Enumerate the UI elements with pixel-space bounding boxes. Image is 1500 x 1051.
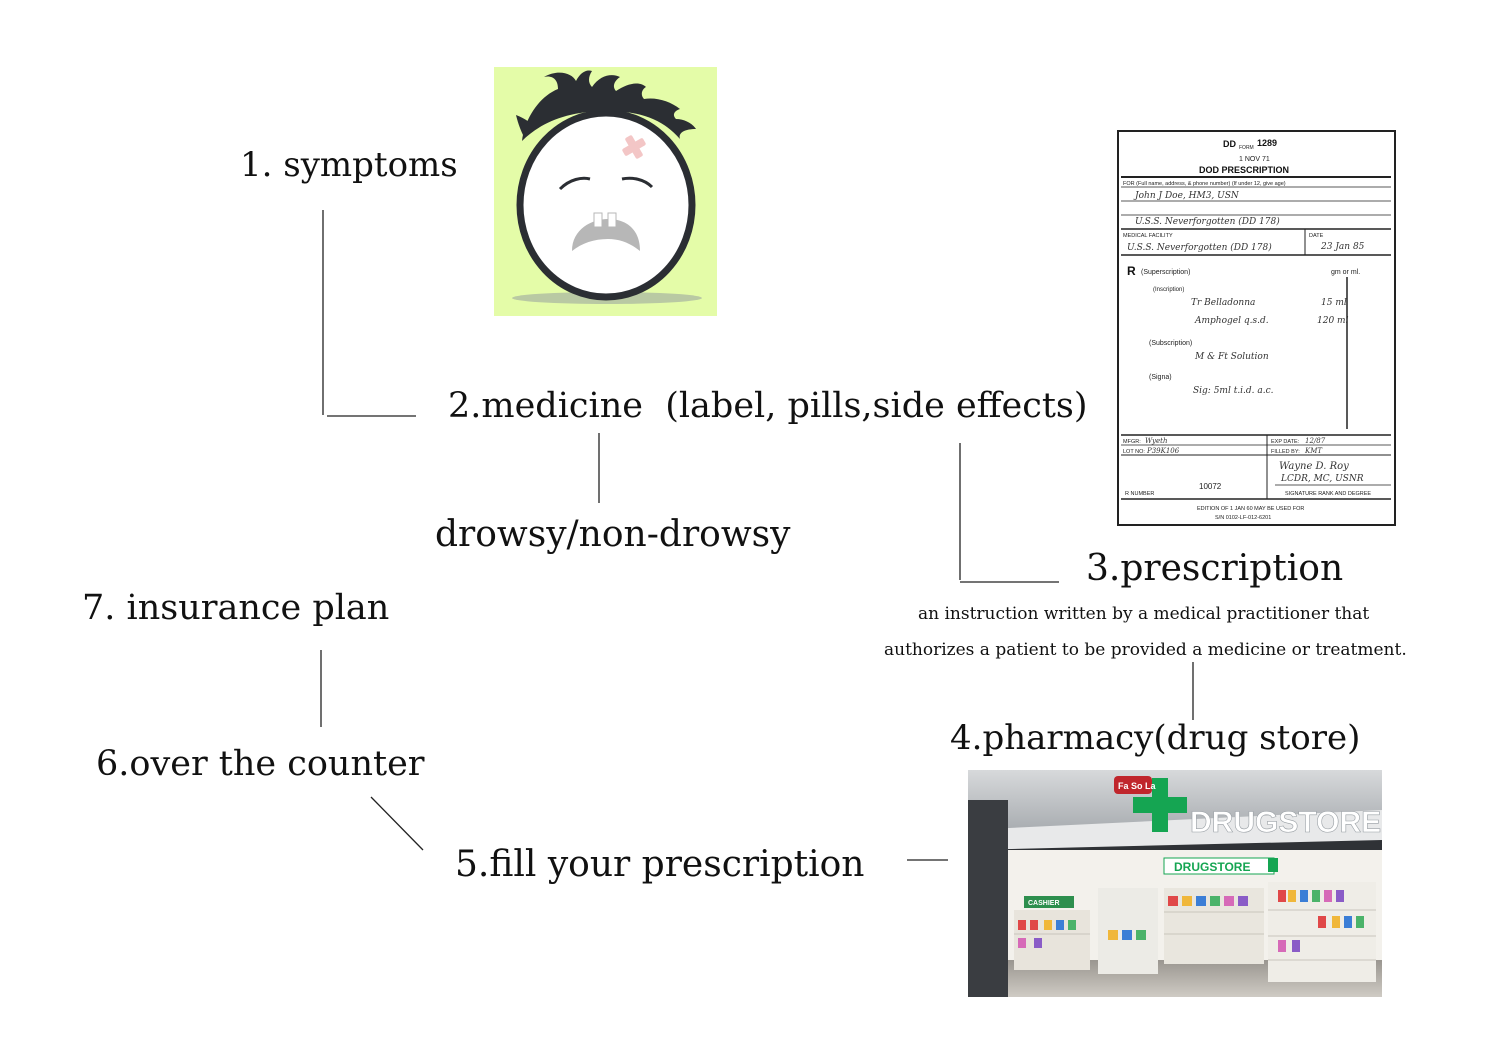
rx-form-sig-label: SIGNATURE RANK AND DEGREE xyxy=(1285,491,1371,497)
rx-form-address: U.S.S. Neverforgotten (DD 178) xyxy=(1135,216,1280,227)
rx-form-sig-text: Sig: 5ml t.i.d. a.c. xyxy=(1193,386,1274,396)
store-sign: DRUGSTORE xyxy=(1190,806,1381,839)
rx-form-date-label: DATE xyxy=(1309,233,1324,239)
rx-form-drug2: Amphogel q.s.d. xyxy=(1194,316,1269,326)
node-medicine: 2.medicine (label, pills,side effects) xyxy=(448,386,1088,426)
pharmacy-cross-icon xyxy=(1133,778,1187,832)
rx-form-signa: (Signa) xyxy=(1149,374,1172,381)
store-cashier: CASHIER xyxy=(1028,900,1060,907)
rx-form-mfgr-label: MFGR: xyxy=(1123,439,1141,445)
prescription-form-icon: DD FORM 1289 1 NOV 71 DOD PRESCRIPTION F… xyxy=(1115,129,1398,529)
prescription-definition-line1: an instruction written by a medical prac… xyxy=(918,604,1370,624)
rx-form-edition-1: EDITION OF 1 JAN 60 MAY BE USED FOR xyxy=(1197,506,1304,512)
rx-form-filled-label: FILLED BY: xyxy=(1271,449,1300,455)
rx-form-sub-text: M & Ft Solution xyxy=(1194,352,1269,362)
rx-form-symbol: R xyxy=(1127,264,1136,278)
node-drowsy: drowsy/non-drowsy xyxy=(435,514,791,555)
rx-form-units: gm or ml. xyxy=(1331,269,1360,276)
connector-fill-otc xyxy=(370,796,424,851)
rx-form-signature-rank: LCDR, MC, USNR xyxy=(1280,474,1364,484)
rx-form-qty1: 15 ml xyxy=(1321,298,1347,308)
rx-form-patient: John J Doe, HM3, USN xyxy=(1133,191,1240,201)
rx-form-for-label: FOR (Full name, address, & phone number)… xyxy=(1123,181,1286,187)
node-prescription: 3.prescription xyxy=(1086,548,1344,589)
store-shelves xyxy=(1014,882,1376,982)
rx-form-rx-number: 10072 xyxy=(1199,482,1222,491)
rx-form-exp: 12/87 xyxy=(1305,437,1326,445)
rx-form-subscription: (Subscription) xyxy=(1149,340,1192,347)
rx-form-filled: KMT xyxy=(1304,447,1323,455)
rx-form-facility-label: MEDICAL FACILITY xyxy=(1123,233,1173,239)
rx-form-form: FORM xyxy=(1239,145,1254,151)
rx-form-signature: Wayne D. Roy xyxy=(1279,461,1349,472)
node-insurance-plan: 7. insurance plan xyxy=(82,588,390,628)
drugstore-photo-icon: DRUGSTORE Fa So La DRUGSTORE CASHIER xyxy=(968,770,1382,997)
rx-form-edition-2: S/N 0102-LF-012-6201 xyxy=(1215,515,1271,521)
node-over-the-counter: 6.over the counter xyxy=(96,744,425,784)
rx-form-lot: P39K106 xyxy=(1146,447,1180,455)
rx-form-qty2: 120 ml xyxy=(1317,316,1349,326)
rx-form-rx-number-label: R NUMBER xyxy=(1125,491,1154,497)
rx-form-inscription: (Inscription) xyxy=(1153,287,1184,293)
rx-form-facility: U.S.S. Neverforgotten (DD 178) xyxy=(1127,242,1272,253)
rx-form-title: DOD PRESCRIPTION xyxy=(1199,165,1289,175)
rx-form-superscription: (Superscription) xyxy=(1141,269,1190,276)
rx-form-date: 23 Jan 85 xyxy=(1320,242,1365,252)
rx-form-number: 1289 xyxy=(1257,138,1277,148)
rx-form-dateline: 1 NOV 71 xyxy=(1239,156,1270,163)
node-fill-prescription: 5.fill your prescription xyxy=(455,844,865,885)
sad-face-icon xyxy=(494,67,717,316)
rx-form-drug1: Tr Belladonna xyxy=(1191,298,1255,308)
node-symptoms: 1. symptoms xyxy=(240,145,458,185)
node-pharmacy: 4.pharmacy(drug store) xyxy=(950,718,1361,758)
store-inner-sign: DRUGSTORE xyxy=(1174,860,1250,874)
rx-form-mfgr: Wyeth xyxy=(1145,437,1167,445)
rx-form-dd: DD xyxy=(1223,139,1236,149)
prescription-definition-line2: authorizes a patient to be provided a me… xyxy=(884,640,1407,660)
store-logo: Fa So La xyxy=(1118,781,1157,791)
bandage-icon xyxy=(622,135,646,159)
rx-form-exp-label: EXP DATE: xyxy=(1271,439,1300,445)
rx-form-lot-label: LOT NO: xyxy=(1123,449,1145,455)
